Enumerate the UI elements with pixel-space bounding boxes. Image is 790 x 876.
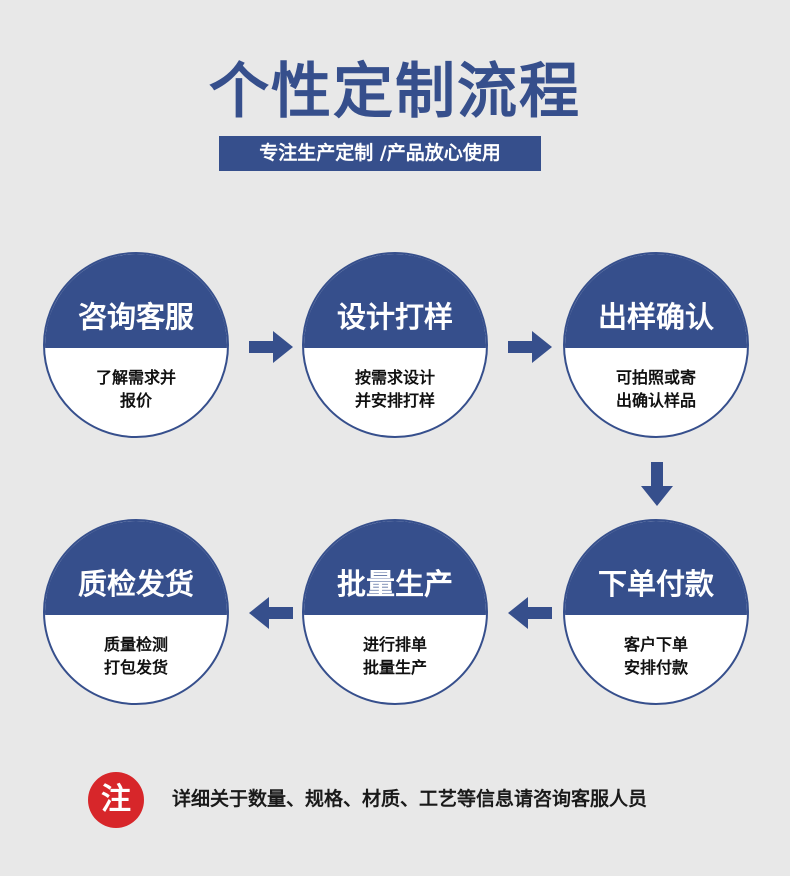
step-description: 按需求设计 并安排打样 (304, 366, 486, 412)
arrow-left-icon (508, 597, 552, 629)
step-sample-confirm: 出样确认 可拍照或寄 出确认样品 (563, 252, 749, 438)
arrow-down-icon (641, 462, 673, 506)
step-description: 了解需求并 报价 (45, 366, 227, 412)
step-line: 客户下单 (623, 635, 688, 654)
step-title: 咨询客服 (45, 254, 227, 348)
step-line: 批量生产 (362, 658, 427, 677)
page-subtitle: 专注生产定制 /产品放心使用 (219, 136, 541, 171)
arrow-right-icon (508, 331, 552, 363)
step-line: 进行排单 (362, 635, 427, 654)
step-line: 打包发货 (103, 658, 168, 677)
step-line: 可拍照或寄 (615, 368, 696, 387)
step-title: 批量生产 (304, 521, 486, 615)
note-text: 详细关于数量、规格、材质、工艺等信息请咨询客服人员 (172, 788, 648, 810)
step-description: 质量检测 打包发货 (45, 633, 227, 679)
step-design-sample: 设计打样 按需求设计 并安排打样 (302, 252, 488, 438)
step-line: 并安排打样 (354, 391, 435, 410)
arrow-right-icon (249, 331, 293, 363)
step-description: 可拍照或寄 出确认样品 (565, 366, 747, 412)
step-title: 设计打样 (304, 254, 486, 348)
step-line: 了解需求并 (95, 368, 176, 387)
step-line: 安排付款 (623, 658, 688, 677)
step-title: 质检发货 (45, 521, 227, 615)
step-title: 下单付款 (565, 521, 747, 615)
step-inspect-ship: 质检发货 质量检测 打包发货 (43, 519, 229, 705)
step-line: 质量检测 (103, 635, 168, 654)
step-description: 客户下单 安排付款 (565, 633, 747, 679)
step-title: 出样确认 (565, 254, 747, 348)
arrow-left-icon (249, 597, 293, 629)
step-line: 按需求设计 (354, 368, 435, 387)
step-mass-production: 批量生产 进行排单 批量生产 (302, 519, 488, 705)
step-description: 进行排单 批量生产 (304, 633, 486, 679)
page-title: 个性定制流程 (209, 57, 581, 127)
note-badge: 注 (88, 772, 144, 828)
step-line: 出确认样品 (615, 391, 696, 410)
step-line: 报价 (119, 391, 152, 410)
step-order-payment: 下单付款 客户下单 安排付款 (563, 519, 749, 705)
step-consult: 咨询客服 了解需求并 报价 (43, 252, 229, 438)
